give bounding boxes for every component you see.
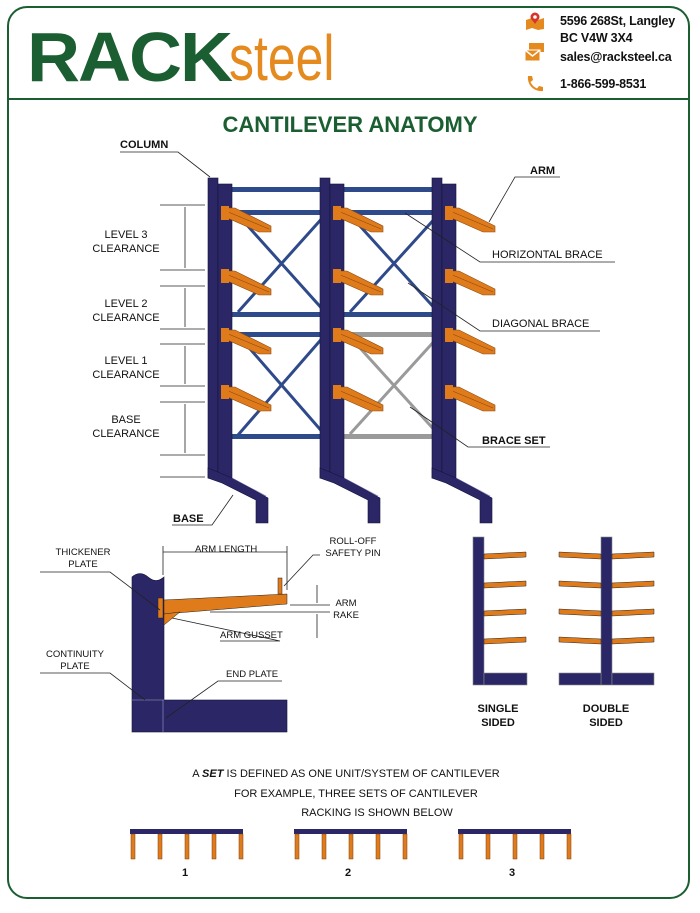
page-frame	[7, 6, 690, 899]
set-1-arm	[184, 833, 190, 860]
label-double-sided: DOUBLE SIDED	[576, 702, 636, 730]
label-thickener-plate: THICKENER PLATE	[48, 547, 118, 571]
address-line-2: BC V4W 3X4	[524, 29, 694, 46]
set-definition-line-3: RACKING IS SHOWN BELOW	[301, 807, 453, 819]
set-emphasis: SET	[202, 768, 224, 780]
label-diagonal-brace: DIAGONAL BRACE	[492, 318, 590, 330]
top-horizontal-braces	[230, 187, 444, 215]
leader-lines	[120, 151, 615, 526]
label-base: BASE	[173, 513, 204, 525]
set-3-arm	[512, 833, 518, 860]
label-line2: SIDED	[589, 717, 623, 729]
set-2-arm	[375, 833, 381, 860]
email-line: sales@racksteel.ca	[524, 42, 694, 65]
set-2-arm	[348, 833, 354, 860]
set-2-arm	[321, 833, 327, 860]
label-arm-length: ARM LENGTH	[195, 544, 258, 555]
label-line2: PLATE	[60, 661, 90, 672]
envelope-icon	[524, 41, 546, 61]
diagonal-braces	[236, 213, 440, 436]
arm-detail-drawing	[40, 546, 330, 733]
double-sided-diagram	[558, 536, 655, 686]
label-arm: ARM	[530, 165, 556, 177]
label-roll-off-safety-pin: ROLL-OFF SAFETY PIN	[318, 536, 388, 560]
address-street: 5596 268St, Langley	[560, 13, 676, 28]
label-level-1-clearance: LEVEL 1 CLEARANCE	[86, 354, 166, 382]
set-definition-line-2: FOR EXAMPLE, THREE SETS OF CANTILEVER	[234, 788, 478, 800]
label-line1: CONTINUITY	[45, 649, 105, 660]
clearance-line1: LEVEL 1	[104, 355, 148, 367]
label-line1: ROLL-OFF	[329, 536, 377, 547]
text: IS DEFINED AS ONE UNIT/SYSTEM OF CANTILE…	[223, 768, 500, 780]
set-3-arm	[566, 833, 572, 860]
set-1-arm	[238, 833, 244, 860]
phone-number[interactable]: 1-866-599-8531	[560, 76, 647, 91]
set-3-arm	[458, 833, 464, 860]
logo-steel-text: steel	[229, 22, 335, 94]
label-arm-rake: ARM RAKE	[326, 598, 366, 622]
email-link[interactable]: sales@racksteel.ca	[560, 49, 672, 64]
label-level-3-clearance: LEVEL 3 CLEARANCE	[86, 228, 166, 256]
clearance-line1: LEVEL 2	[104, 298, 148, 310]
address-line-1: 5596 268St, Langley	[524, 12, 694, 30]
map-pin-icon	[524, 12, 546, 30]
set-2-arm	[402, 833, 408, 860]
set-3-arm	[539, 833, 545, 860]
label-brace-set: BRACE SET	[482, 435, 546, 447]
clearance-line1: BASE	[111, 414, 141, 426]
label-single-sided: SINGLE SIDED	[468, 702, 528, 730]
contact-block: 5596 268St, Langley BC V4W 3X4 sales@rac…	[524, 12, 694, 92]
clearance-line1: LEVEL 3	[104, 229, 148, 241]
label-line1: ARM	[335, 598, 357, 609]
label-line1: THICKENER	[55, 547, 111, 558]
set-1-arm	[157, 833, 163, 860]
set-1-arm	[211, 833, 217, 860]
mid-horizontal-braces	[230, 312, 444, 439]
label-arm-gusset: ARM GUSSET	[220, 630, 283, 641]
set-1-beam	[130, 829, 243, 834]
single-sided-diagram	[472, 536, 528, 686]
clearance-line2: CLEARANCE	[92, 369, 160, 381]
set-number-1: 1	[182, 867, 189, 879]
label-continuity-plate: CONTINUITY PLATE	[40, 649, 110, 673]
label-line1: SINGLE	[477, 703, 519, 715]
label-horizontal-brace: HORIZONTAL BRACE	[492, 249, 603, 261]
page-title: CANTILEVER ANATOMY	[222, 112, 478, 137]
label-line2: SIDED	[481, 717, 515, 729]
set-1-arm	[130, 833, 136, 860]
set-definition-line-1: A SET IS DEFINED AS ONE UNIT/SYSTEM OF C…	[0, 768, 696, 780]
clearance-line2: CLEARANCE	[92, 428, 160, 440]
label-line2: SAFETY PIN	[325, 548, 381, 559]
set-2-beam	[294, 829, 407, 834]
label-line1: DOUBLE	[582, 703, 630, 715]
set-3-arm	[485, 833, 491, 860]
clearance-dimensions	[160, 204, 205, 478]
brace-set-gray	[344, 332, 444, 439]
set-3-beam	[458, 829, 571, 834]
label-column: COLUMN	[120, 139, 169, 151]
phone-line: 1-866-599-8531	[524, 75, 694, 92]
text: A	[192, 768, 203, 780]
label-level-2-clearance: LEVEL 2 CLEARANCE	[86, 297, 166, 325]
label-line2: RAKE	[333, 610, 359, 621]
set-number-3: 3	[509, 867, 516, 879]
clearance-line2: CLEARANCE	[92, 243, 160, 255]
clearance-line2: CLEARANCE	[92, 312, 160, 324]
logo-rack-text: RACK	[27, 18, 233, 96]
phone-icon	[524, 75, 546, 93]
three-sets-diagram	[130, 829, 572, 860]
label-line2: PLATE	[68, 559, 98, 570]
set-2-arm	[294, 833, 300, 860]
set-number-2: 2	[345, 867, 352, 879]
label-end-plate: END PLATE	[226, 669, 279, 680]
label-base-clearance: BASE CLEARANCE	[86, 413, 166, 441]
address-city: BC V4W 3X4	[560, 30, 633, 45]
header-divider	[7, 98, 690, 100]
racksteel-logo: RACK steel	[27, 12, 364, 92]
